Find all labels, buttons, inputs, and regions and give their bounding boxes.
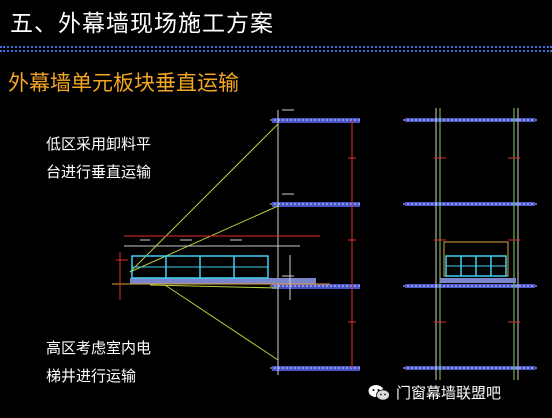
- platform-deck: [130, 278, 316, 284]
- shaft-columns: [435, 108, 519, 380]
- wechat-icon: [368, 384, 390, 401]
- note-low-line-2: 台进行垂直运输: [46, 163, 152, 181]
- unloading-platform: [112, 235, 330, 300]
- right-floor-slabs: [403, 118, 537, 370]
- note-low-line-1: 低区采用卸料平: [46, 135, 152, 153]
- dimension-chain: [348, 120, 356, 368]
- dimension-ticks: [140, 109, 294, 277]
- floor-slabs: [270, 118, 360, 371]
- hoist-guide-lines: [129, 123, 279, 361]
- slide-subtitle: 外幕墙单元板块垂直运输: [8, 71, 239, 95]
- right-section-drawing: [403, 108, 537, 380]
- watermark: 门窗幕墙联盟吧: [368, 382, 501, 403]
- slide-title: 五、外幕墙现场施工方案: [10, 11, 274, 37]
- left-section-drawing: [112, 109, 360, 375]
- right-dimension-marks: [434, 157, 520, 323]
- note-high-line-2: 梯井进行运输: [46, 367, 137, 385]
- note-high-line-1: 高区考虑室内电: [46, 339, 152, 357]
- watermark-text: 门窗幕墙联盟吧: [396, 384, 502, 402]
- title-divider-secondary: [0, 50, 552, 52]
- note-high-zone: 高区考虑室内电 梯井进行运输: [46, 334, 151, 390]
- note-low-zone: 低区采用卸料平 台进行垂直运输: [46, 130, 151, 186]
- elevator-unit-panel: [440, 241, 516, 283]
- title-divider: [0, 46, 552, 48]
